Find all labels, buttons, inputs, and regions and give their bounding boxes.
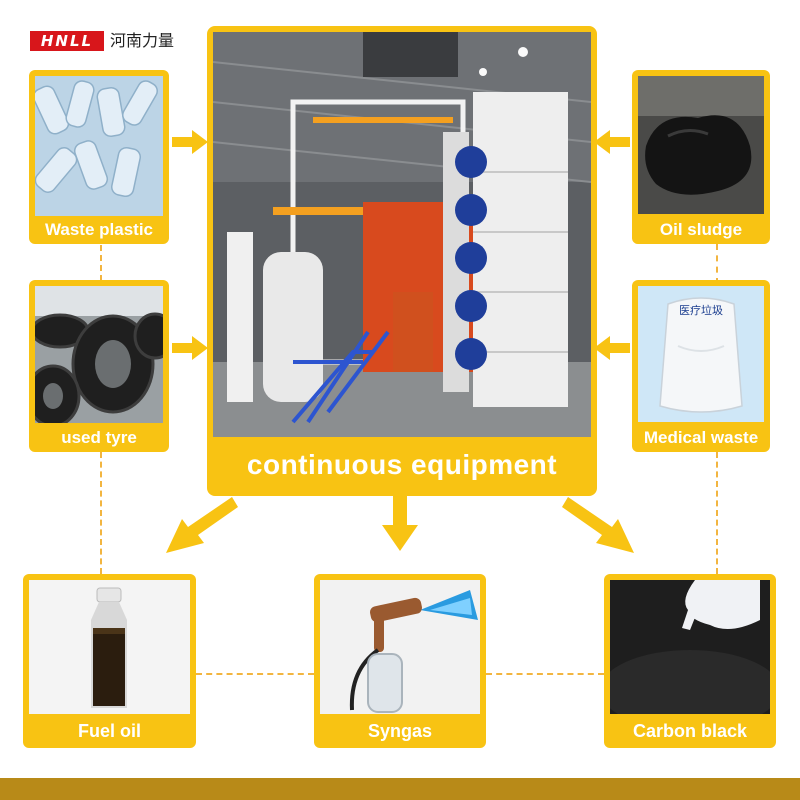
- equipment-card: continuous equipment: [207, 26, 597, 496]
- waste-plastic-photo: [35, 76, 163, 216]
- input-card-used-tyre: used tyre: [29, 280, 169, 452]
- arrow-down-icon: [382, 495, 418, 551]
- arrow-down-right-icon: [562, 497, 634, 553]
- arrow-down-left-icon: [166, 497, 238, 553]
- connector-sludge-medical: [716, 244, 718, 284]
- oil-sludge-photo: [638, 76, 764, 214]
- input-label: Medical waste: [643, 428, 759, 447]
- output-card-fuel-oil: Fuel oil: [23, 574, 196, 748]
- input-card-waste-plastic: Waste plastic: [29, 70, 169, 244]
- output-card-syngas: Syngas: [314, 574, 486, 748]
- connector-tyre-fueloil: [100, 452, 102, 574]
- carbon-black-photo: [610, 580, 770, 714]
- arrow-right-icon: [172, 130, 208, 154]
- company-name: 河南力量: [110, 31, 175, 50]
- arrow-right-icon: [172, 336, 208, 360]
- used-tyre-photo: [35, 286, 163, 423]
- input-label: used tyre: [61, 428, 137, 447]
- connector-medical-carbon: [716, 452, 718, 574]
- center-title: continuous equipment: [246, 449, 558, 480]
- company-logo: HNLL: [30, 31, 104, 51]
- input-card-medical-waste: 医疗垃圾 Medical waste: [632, 280, 770, 452]
- output-label: Carbon black: [632, 721, 748, 741]
- fuel-oil-photo: [29, 580, 190, 714]
- output-label: Syngas: [367, 721, 433, 741]
- medical-waste-photo: 医疗垃圾: [638, 286, 764, 422]
- input-card-oil-sludge: Oil sludge: [632, 70, 770, 244]
- footer-band: [0, 778, 800, 800]
- connector-plastic-tyre: [100, 245, 102, 281]
- input-label: Waste plastic: [44, 220, 154, 239]
- arrow-left-icon: [594, 130, 630, 154]
- bag-text: 医疗垃圾: [679, 303, 723, 317]
- connector-syngas-carbon: [486, 673, 604, 675]
- output-card-carbon-black: Carbon black: [604, 574, 776, 748]
- syngas-photo: [320, 580, 480, 714]
- input-label: Oil sludge: [659, 220, 743, 239]
- arrow-left-icon: [594, 336, 630, 360]
- connector-fueloil-syngas: [196, 673, 314, 675]
- output-label: Fuel oil: [78, 721, 141, 741]
- equipment-photo: [213, 32, 591, 437]
